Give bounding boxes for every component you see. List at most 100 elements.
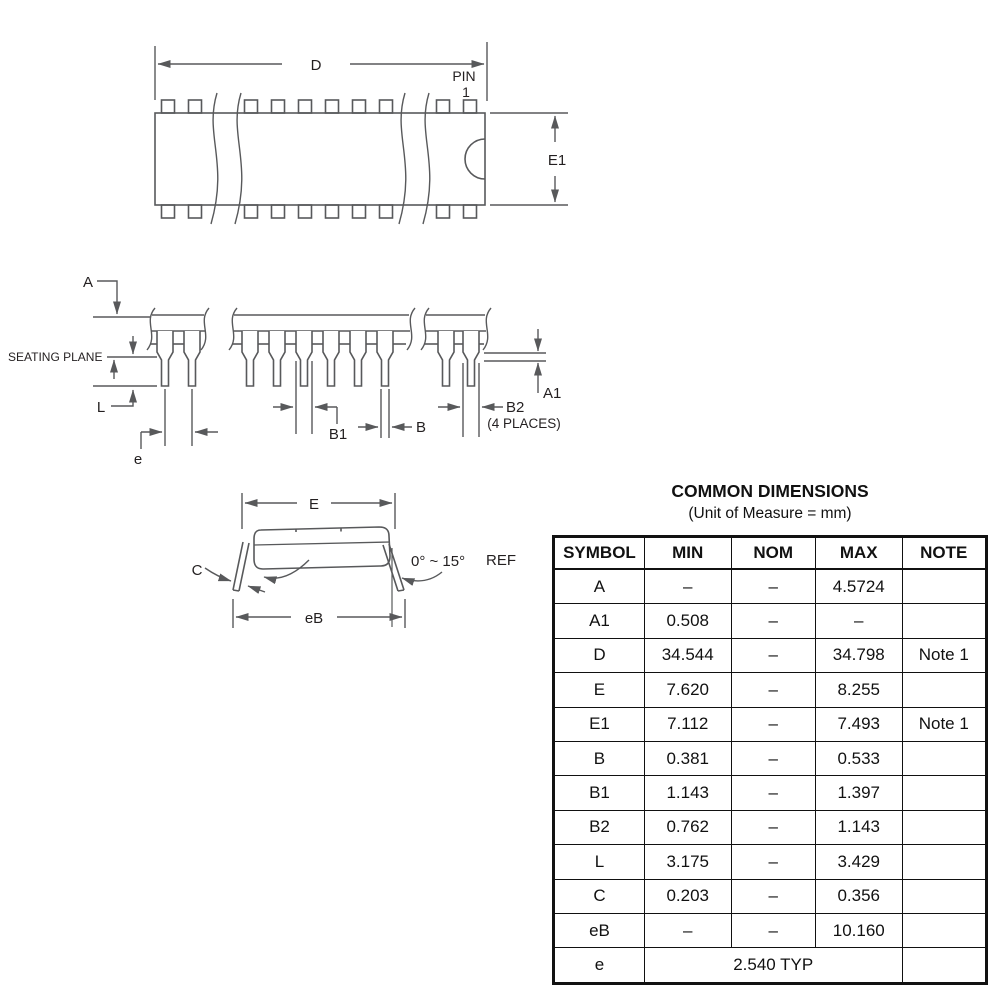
dim-b1	[273, 361, 338, 434]
cell-nom: –	[730, 637, 816, 674]
dim-b2	[438, 363, 503, 437]
dim-eb	[232, 599, 406, 628]
dim-a1	[484, 329, 546, 393]
table-row: e 2.540 TYP	[553, 947, 988, 984]
table-title: COMMON DIMENSIONS	[671, 481, 869, 501]
col-header-min: MIN	[643, 536, 732, 570]
cell-min: 0.381	[643, 740, 732, 777]
table-row: B1 1.143 – 1.397	[553, 775, 988, 811]
cell-min: 34.544	[643, 637, 732, 674]
top-view-pins-lower	[160, 204, 478, 219]
cell-max: –	[814, 603, 903, 639]
label-b: B	[416, 419, 426, 436]
cell-max: 1.143	[814, 809, 903, 846]
package-body-top-view	[154, 112, 486, 206]
cell-max: 1.397	[814, 775, 903, 811]
label-eb: eB	[305, 610, 323, 627]
cell-typ-span: 2.540 TYP	[643, 947, 903, 984]
cell-max: 7.493	[814, 706, 903, 742]
label-lead-angle: 0° ~ 15°	[411, 553, 465, 570]
cell-symbol: eB	[553, 912, 645, 949]
label-a1: A1	[543, 385, 561, 402]
cell-max: 10.160	[814, 912, 903, 949]
table-row: A1 0.508 – –	[553, 603, 988, 639]
col-header-note: NOTE	[901, 536, 988, 570]
cell-symbol: A1	[553, 603, 645, 639]
table-row: A – – 4.5724	[553, 568, 988, 605]
dim-l	[111, 389, 137, 407]
cell-note	[901, 809, 988, 846]
pin1-notch	[464, 138, 486, 180]
label-b2-places: (4 PLACES)	[487, 416, 561, 431]
cell-nom: –	[730, 912, 816, 949]
cell-min: 0.762	[643, 809, 732, 846]
cell-note	[901, 947, 988, 984]
cell-max: 0.533	[814, 740, 903, 777]
side-body-right	[420, 307, 492, 351]
cell-min: 0.508	[643, 603, 732, 639]
cell-nom: –	[730, 603, 816, 639]
cell-symbol: B	[553, 740, 645, 777]
cell-nom: –	[730, 878, 816, 914]
cell-note	[901, 740, 988, 777]
label-ref: REF	[486, 552, 516, 569]
cell-note	[901, 672, 988, 708]
table-row: C 0.203 – 0.356	[553, 878, 988, 914]
label-a: A	[83, 274, 93, 291]
cell-min: –	[643, 912, 732, 949]
seating-plane-lines	[93, 336, 157, 387]
label-pin-number: 1	[462, 84, 470, 100]
top-view: D PIN 1 E1	[154, 42, 568, 225]
cell-max: 0.356	[814, 878, 903, 914]
label-pin: PIN	[452, 68, 475, 84]
cell-symbol: A	[553, 568, 645, 605]
cell-nom: –	[730, 844, 816, 880]
label-l: L	[97, 399, 105, 416]
cell-note	[901, 603, 988, 639]
table-row: D 34.544 – 34.798 Note 1	[553, 637, 988, 674]
cell-min: 3.175	[643, 844, 732, 880]
cell-nom: –	[730, 740, 816, 777]
table-row: B 0.381 – 0.533	[553, 740, 988, 777]
side-view: A SEATING PLANE L e B1 B B2 (4 PLACES) A…	[8, 274, 561, 468]
label-b2: B2	[506, 399, 524, 416]
side-body-middle	[228, 307, 416, 351]
cell-symbol: E1	[553, 706, 645, 742]
cell-max: 8.255	[814, 672, 903, 708]
col-header-nom: NOM	[730, 536, 816, 570]
dim-c	[204, 567, 266, 594]
cell-nom: –	[730, 706, 816, 742]
cell-symbol: e	[553, 947, 645, 984]
label-e1: E1	[548, 152, 566, 169]
top-view-pins-upper	[160, 99, 478, 114]
table-row: eB – – 10.160	[553, 912, 988, 949]
label-c: C	[192, 562, 203, 579]
cell-min: 0.203	[643, 878, 732, 914]
cell-note	[901, 878, 988, 914]
dim-d	[154, 42, 488, 101]
cell-note	[901, 844, 988, 880]
label-seating-plane: SEATING PLANE	[8, 350, 102, 364]
cell-min: –	[643, 568, 732, 605]
col-header-symbol: SYMBOL	[553, 536, 645, 570]
cell-max: 3.429	[814, 844, 903, 880]
dimensions-panel: COMMON DIMENSIONS (Unit of Measure = mm)…	[552, 481, 988, 985]
cell-symbol: E	[553, 672, 645, 708]
cell-max: 4.5724	[814, 568, 903, 605]
package-body-end-view	[253, 526, 391, 570]
side-view-pins	[156, 331, 480, 387]
end-view: E C 0° ~ 15° REF eB	[192, 493, 516, 628]
cell-nom: –	[730, 568, 816, 605]
cell-nom: –	[730, 809, 816, 846]
cell-note: Note 1	[901, 637, 988, 674]
cell-min: 7.620	[643, 672, 732, 708]
break-lines	[210, 92, 431, 225]
table-row: B2 0.762 – 1.143	[553, 809, 988, 846]
cell-symbol: L	[553, 844, 645, 880]
cell-min: 7.112	[643, 706, 732, 742]
cell-nom: –	[730, 775, 816, 811]
cell-note	[901, 568, 988, 605]
dim-e-width	[241, 493, 396, 529]
label-b1: B1	[329, 426, 347, 443]
